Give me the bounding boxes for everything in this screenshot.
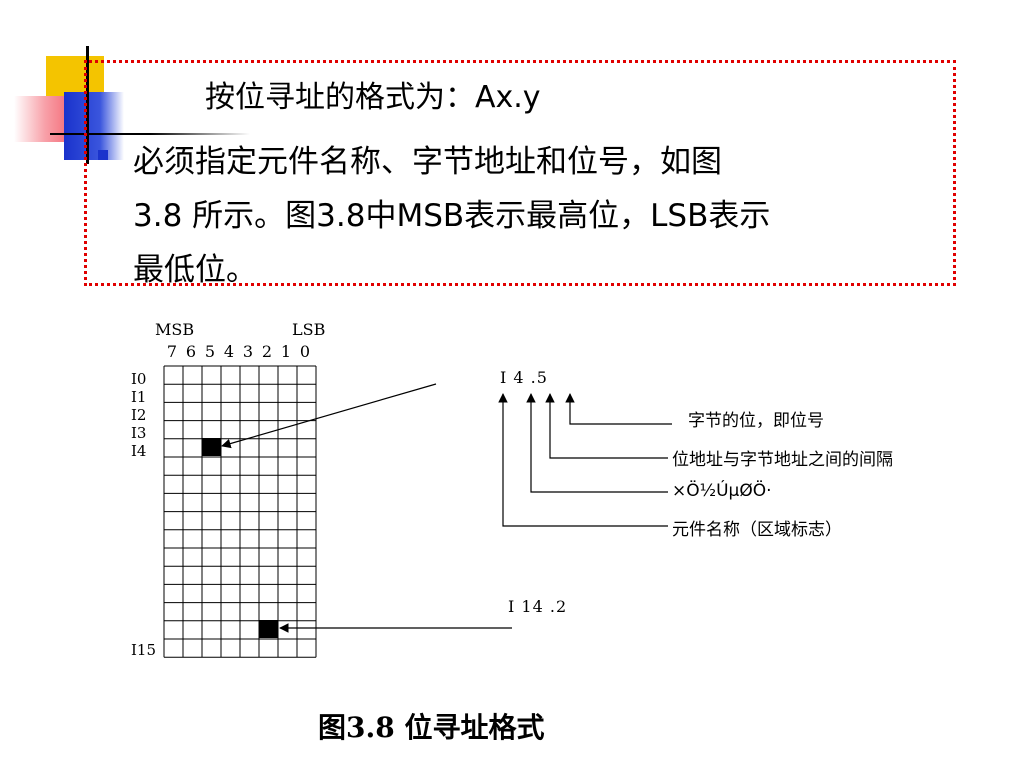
bit-number: 4 [223,342,235,361]
bit-number: 5 [204,342,216,361]
row-label-bottom: I15 [131,641,157,659]
row-label: I0 [131,370,147,388]
arrow-separator [545,393,668,459]
bit-number: 1 [280,342,292,361]
figure-caption: 图3.8 位寻址格式 [318,711,545,744]
arrow-area-id [498,393,668,527]
bit-number: 0 [299,342,311,361]
legend-separator: 位地址与字节地址之间的间隔 [672,450,893,470]
bit-number: 6 [185,342,197,361]
msb-label: MSB [155,320,195,339]
highlighted-bit-i14-2 [259,620,278,638]
arrow-bit-number [565,393,672,425]
bullet-square-icon [98,150,108,160]
highlighted-bit-i4-5 [202,438,221,456]
bit-grid [163,365,317,658]
legend-bit-number: 字节的位，即位号 [688,411,824,431]
bit-number: 7 [166,342,178,361]
row-label: I4 [131,442,147,460]
arrow-byte-address [526,393,668,493]
row-label: I1 [131,388,147,406]
lsb-label: LSB [292,320,326,339]
bit-number: 2 [261,342,273,361]
legend-byte-address: ×Ö½ÚµØÖ· [672,481,772,501]
body-line-3: 最低位。 [133,252,257,288]
text-box-frame [84,60,956,286]
example-address-i4-5: I 4 .5 [500,368,548,387]
slide-title: 按位寻址的格式为：Ax.y [205,80,541,115]
body-line-2: 3.8 所示。图3.8中MSB表示最高位，LSB表示 [133,198,771,234]
bit-number: 3 [242,342,254,361]
decorative-vertical-line [86,46,89,164]
decorative-blue-square [64,92,124,160]
example-address-i14-2: I 14 .2 [508,597,568,616]
row-label: I3 [131,424,147,442]
legend-area-id: 元件名称（区域标志） [672,520,842,540]
decorative-horizontal-line [50,133,250,135]
body-line-1: 必须指定元件名称、字节地址和位号，如图 [133,144,722,180]
row-label: I2 [131,406,147,424]
arrow-to-i4-5 [221,383,437,449]
